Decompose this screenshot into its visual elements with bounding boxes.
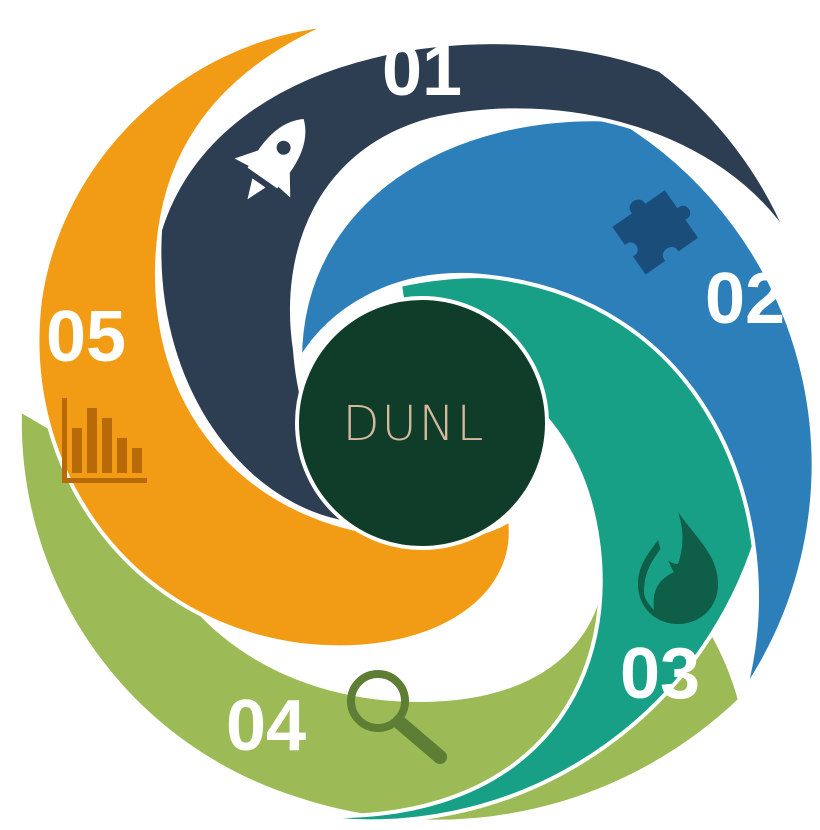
segment-01-number: 01 bbox=[382, 31, 462, 111]
bar-chart-icon bbox=[62, 398, 147, 483]
fire-icon bbox=[638, 512, 718, 624]
segment-02-number: 02 bbox=[705, 259, 785, 339]
segment-05 bbox=[35, 23, 513, 650]
segment-05-number: 05 bbox=[46, 297, 126, 377]
center-circle bbox=[295, 296, 549, 550]
center-logo: DUNL bbox=[343, 396, 486, 452]
puzzle-icon bbox=[612, 190, 699, 275]
magnifier-icon bbox=[347, 670, 447, 764]
segment-04-number: 04 bbox=[226, 686, 306, 766]
segment-03-number: 03 bbox=[620, 634, 700, 714]
rocket-icon bbox=[234, 119, 306, 200]
segment-02 bbox=[297, 117, 816, 692]
